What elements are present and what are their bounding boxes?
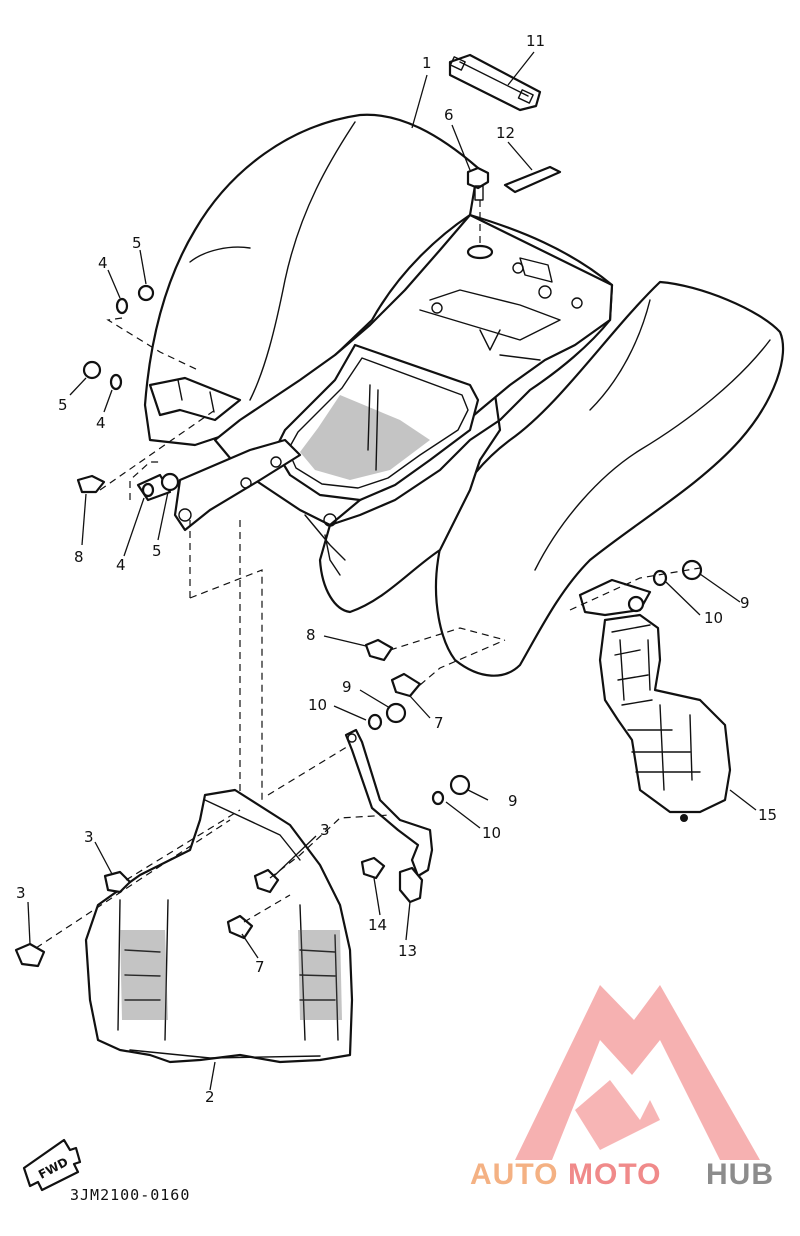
callout-3: 3 (16, 884, 26, 902)
callout-1: 1 (422, 54, 432, 72)
callout-10: 10 (704, 609, 723, 627)
callout-labels: 1 2 3 3 3 4 4 4 5 5 5 6 7 7 8 8 9 9 9 10… (16, 32, 777, 1106)
callout-5: 5 (132, 234, 142, 252)
callout-14: 14 (368, 916, 387, 934)
callout-2: 2 (205, 1088, 215, 1106)
callout-8: 8 (74, 548, 84, 566)
callout-5: 5 (152, 542, 162, 560)
watermark-text-auto: AUTO (470, 1158, 558, 1191)
bolt-part-6 (466, 166, 494, 260)
fasteners (14, 284, 703, 968)
right-mud-flap-part-15 (598, 613, 732, 822)
front-mud-flap-part-2 (84, 788, 354, 1064)
callout-3: 3 (84, 828, 94, 846)
callout-10: 10 (482, 824, 501, 842)
callout-15: 15 (758, 806, 777, 824)
callout-11: 11 (526, 32, 545, 50)
assembly-lines (35, 200, 701, 949)
callout-10: 10 (308, 696, 327, 714)
watermark-text-moto: MOTO (568, 1158, 661, 1191)
strap-part-11 (448, 53, 542, 112)
leader-lines (27, 51, 757, 1091)
watermark-triangle-icon (515, 985, 760, 1160)
callout-4: 4 (96, 414, 106, 432)
callout-9: 9 (508, 792, 518, 810)
callout-13: 13 (398, 942, 417, 960)
callout-5: 5 (58, 396, 68, 414)
plate-part-12 (503, 165, 562, 194)
callout-7: 7 (434, 714, 444, 732)
callout-4: 4 (98, 254, 108, 272)
stay-part-13 (344, 728, 434, 904)
callout-12: 12 (496, 124, 515, 142)
watermark-logo: AUTO MOTO HUB (470, 985, 774, 1191)
rear-fender-part-1 (136, 113, 785, 677)
callout-7: 7 (255, 958, 265, 976)
callout-9: 9 (740, 594, 750, 612)
callout-9: 9 (342, 678, 352, 696)
callout-3: 3 (320, 821, 330, 839)
callout-6: 6 (444, 106, 454, 124)
diagram-code: 3JM2100-0160 (70, 1186, 190, 1204)
callout-8: 8 (306, 626, 316, 644)
watermark-text-hub: HUB (706, 1158, 774, 1191)
callout-4: 4 (116, 556, 126, 574)
fwd-arrow: FWD (22, 1138, 82, 1192)
